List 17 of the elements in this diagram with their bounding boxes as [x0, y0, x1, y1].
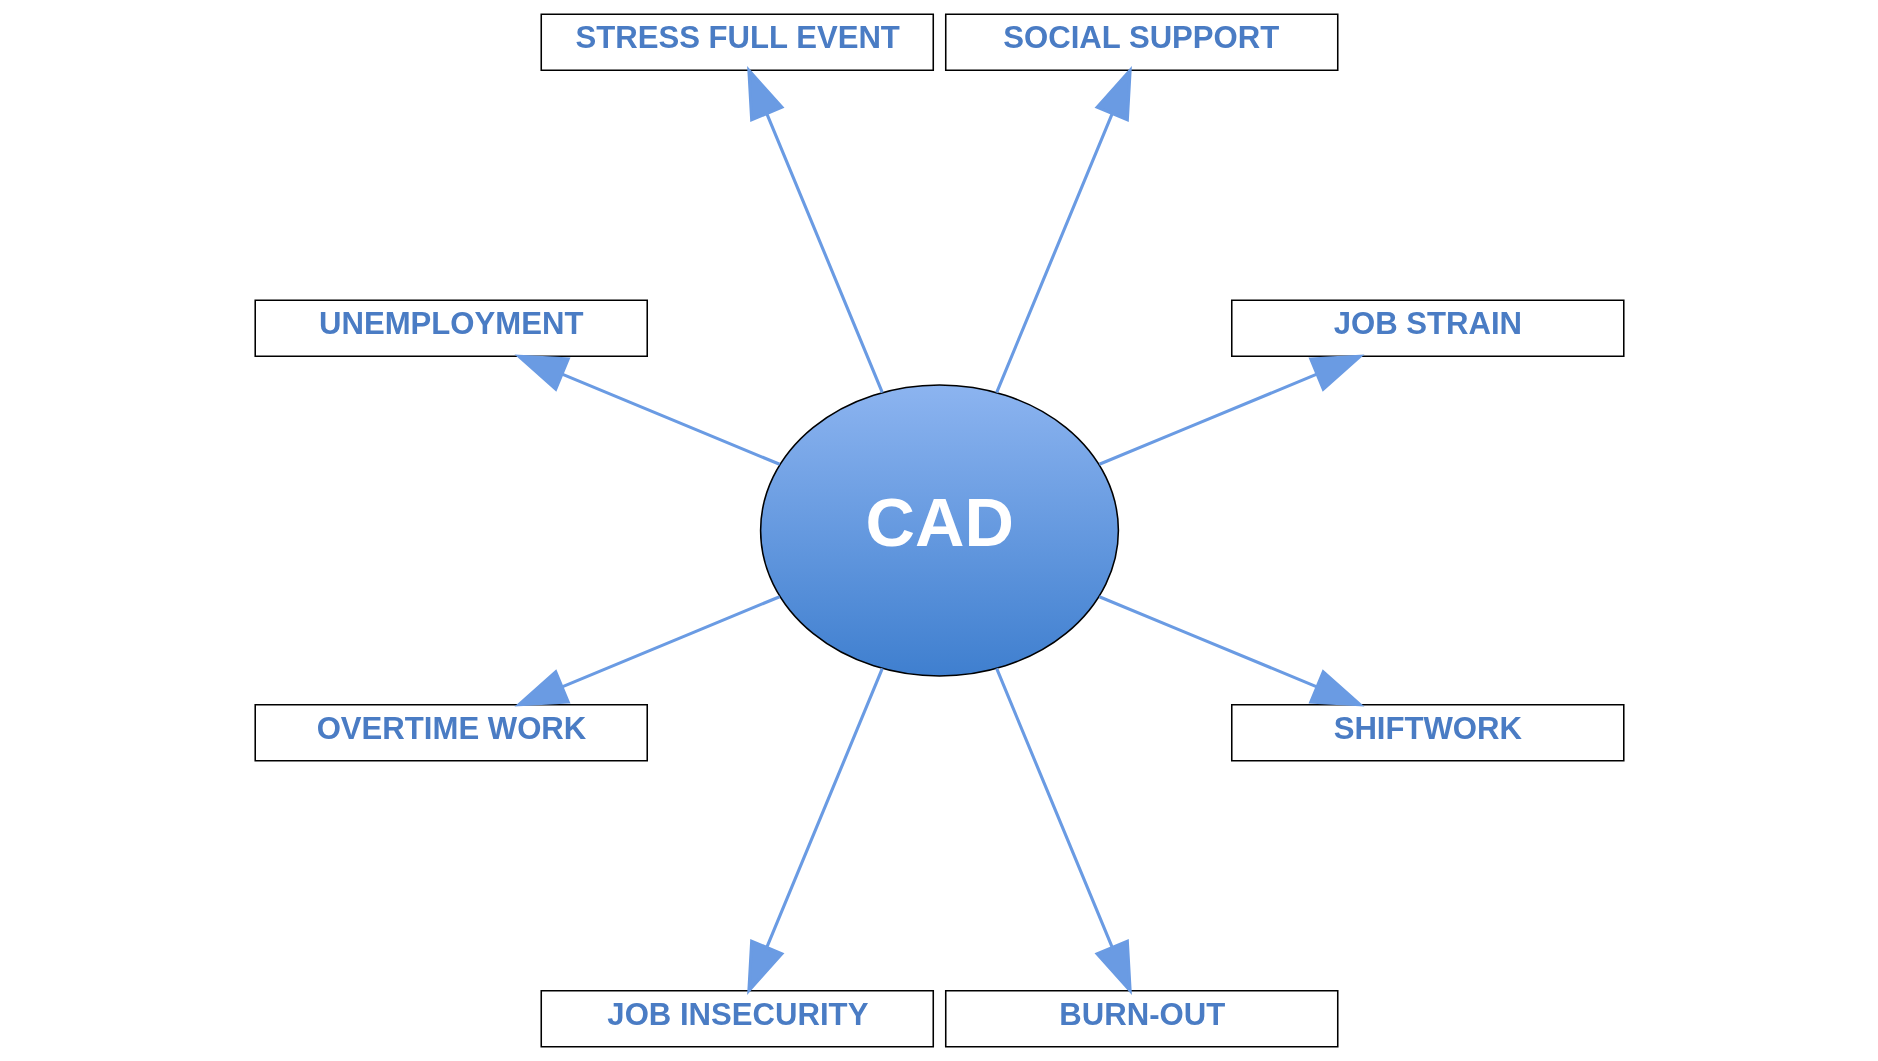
node-box: SOCIAL SUPPORT — [944, 13, 1339, 71]
arrow — [1098, 354, 1364, 466]
node-ellipse: CAD — [759, 384, 1119, 677]
node-box: SHIFTWORK — [1230, 703, 1625, 762]
node-box: UNEMPLOYMENT — [253, 299, 648, 358]
arrow — [1098, 595, 1364, 707]
node-box: JOB STRAIN — [1230, 299, 1625, 358]
arrow — [746, 66, 884, 394]
node-box: BURN-OUT — [944, 990, 1339, 1048]
arrow — [994, 66, 1132, 394]
arrow — [514, 354, 780, 466]
node-box: STRESS FULL EVENT — [539, 13, 934, 71]
arrow — [746, 667, 884, 995]
node-box: OVERTIME WORK — [253, 703, 648, 762]
arrow — [994, 667, 1132, 995]
node-box: JOB INSECURITY — [539, 990, 934, 1048]
arrow — [514, 595, 780, 707]
